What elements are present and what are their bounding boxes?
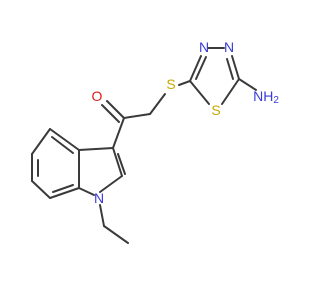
bond (189, 55, 202, 82)
bond-double-inner (117, 153, 126, 175)
oxygen-atom-label: O (92, 88, 103, 104)
amino-group-label: NH2 (253, 88, 279, 106)
bond (123, 113, 151, 119)
bond (31, 128, 51, 155)
ring-sulfur-label: S (211, 102, 220, 118)
bond-double (106, 100, 125, 119)
bond (78, 147, 114, 151)
bond-double-inner (52, 184, 74, 193)
thiadiazole-nitrogen-3-label: N (199, 39, 209, 55)
bond (78, 187, 95, 196)
bond (112, 147, 123, 177)
atom-labels: O S S N N NH2 N (92, 39, 280, 206)
bond (178, 80, 191, 86)
bond-double-inner (195, 56, 207, 80)
thiadiazole-nitrogen-4-label: N (224, 39, 234, 55)
bond (31, 180, 51, 199)
bond (221, 78, 240, 105)
bond (231, 55, 240, 80)
bond-double-inner (51, 136, 74, 154)
thioether-sulfur-label: S (166, 76, 175, 92)
amino-subscript: 2 (273, 95, 279, 106)
bond (99, 175, 123, 193)
bond (112, 117, 125, 149)
bond-double-inner (226, 58, 234, 80)
bond (189, 80, 210, 105)
bond (49, 187, 80, 199)
chemical-structure: O S S N N NH2 N (31, 39, 280, 244)
bond (49, 128, 80, 151)
bond-double (101, 104, 120, 123)
bond (99, 204, 105, 227)
bond (149, 93, 166, 115)
indole-nitrogen-label: N (94, 190, 104, 206)
bonds (31, 47, 257, 244)
bond (238, 78, 257, 91)
amino-nh-text: NH (253, 88, 273, 104)
bond (103, 225, 129, 244)
